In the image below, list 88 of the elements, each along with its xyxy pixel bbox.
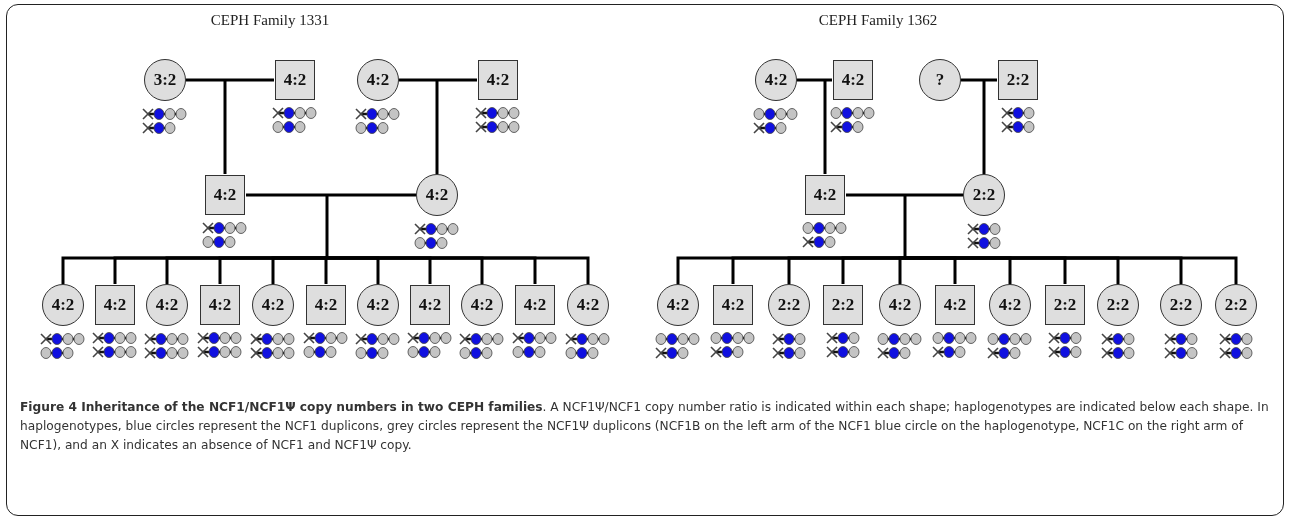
ratio-text: 2:2 — [830, 294, 856, 316]
ratio-text: 4:2 — [763, 69, 789, 91]
male-square — [478, 60, 518, 100]
ratio-text: 4:2 — [840, 69, 866, 91]
female-circle — [252, 284, 294, 326]
ratio-text: 2:2 — [1105, 294, 1131, 316]
ratio-text: 2:2 — [1005, 69, 1031, 91]
female-circle — [768, 284, 810, 326]
ratio-text: 4:2 — [522, 294, 548, 316]
family-heading: CEPH Family 1362 — [818, 12, 938, 29]
figure-caption: Figure 4 Inheritance of the NCF1/NCF1Ψ copy numbers in two CEPH families. A NCF1Ψ/NCF1 copy number ratio is indicated within each shape; haplogenotypes are indicated below each shape. In haplogenotypes, blue circles represent the NCF1 duplicons, grey circles represent the NCF1Ψ duplicons (NCF1B on the left arm of the NCF1 blue circle on the haplogenotype, NCF1C on the right arm of NCF1), and an X indicates an absence of NCF1 and NCF1Ψ copy. — [20, 399, 1270, 454]
pedigree-line — [905, 256, 1238, 284]
female-circle — [755, 59, 797, 101]
ratio-text: 4:2 — [417, 294, 443, 316]
ratio-text: 2:2 — [971, 184, 997, 206]
male-square — [805, 175, 845, 215]
ratio-text: 4:2 — [260, 294, 286, 316]
ratio-text: 4:2 — [365, 294, 391, 316]
male-square — [410, 285, 450, 325]
male-square — [306, 285, 346, 325]
ratio-text: 4:2 — [207, 294, 233, 316]
male-square — [713, 285, 753, 325]
female-circle — [657, 284, 699, 326]
pedigree-line — [399, 78, 477, 82]
male-square — [1045, 285, 1085, 325]
female-circle — [357, 284, 399, 326]
ratio-text: 4:2 — [575, 294, 601, 316]
ratio-text: 4:2 — [720, 294, 746, 316]
ratio-text: 4:2 — [154, 294, 180, 316]
female-circle — [919, 59, 961, 101]
ratio-text: 4:2 — [812, 184, 838, 206]
ratio-text: 4:2 — [365, 69, 391, 91]
ratio-text: 4:2 — [212, 184, 238, 206]
ratio-text: 4:2 — [469, 294, 495, 316]
pedigree-line — [435, 80, 439, 174]
male-square — [275, 60, 315, 100]
female-circle — [144, 59, 186, 101]
female-circle — [357, 59, 399, 101]
ratio-text: 4:2 — [282, 69, 308, 91]
ratio-text: 2:2 — [776, 294, 802, 316]
ratio-text: 2:2 — [1223, 294, 1249, 316]
male-square — [515, 285, 555, 325]
ratio-text: 4:2 — [424, 184, 450, 206]
pedigree-line — [961, 78, 997, 82]
male-square — [95, 285, 135, 325]
pedigree-line — [797, 78, 832, 82]
family-heading: CEPH Family 1331 — [210, 12, 330, 29]
female-circle — [1097, 284, 1139, 326]
male-square — [833, 60, 873, 100]
pedigree-line — [823, 80, 827, 174]
pedigree-line — [846, 193, 963, 197]
pedigree-line — [982, 80, 986, 174]
female-circle — [42, 284, 84, 326]
female-circle — [963, 174, 1005, 216]
ratio-text: 3:2 — [152, 69, 178, 91]
female-circle — [461, 284, 503, 326]
ratio-text: 4:2 — [665, 294, 691, 316]
ratio-text: ? — [934, 69, 946, 91]
pedigree-line — [324, 256, 329, 284]
pedigree-line — [325, 195, 329, 258]
ratio-text: 2:2 — [1052, 294, 1078, 316]
ratio-text: 4:2 — [942, 294, 968, 316]
pedigree-line — [327, 256, 590, 284]
pedigree-line — [271, 256, 327, 284]
ratio-text: 4:2 — [50, 294, 76, 316]
female-circle — [1160, 284, 1202, 326]
male-square — [205, 175, 245, 215]
pedigree-line — [898, 256, 905, 284]
pedigree-line — [246, 193, 416, 197]
female-circle — [146, 284, 188, 326]
pedigree-line — [223, 80, 227, 174]
female-circle — [989, 284, 1031, 326]
pedigree-line — [186, 78, 274, 82]
male-square — [935, 285, 975, 325]
ratio-text: 2:2 — [1168, 294, 1194, 316]
male-square — [823, 285, 863, 325]
pedigree-line — [903, 195, 907, 258]
male-square — [998, 60, 1038, 100]
female-circle — [567, 284, 609, 326]
ratio-text: 4:2 — [102, 294, 128, 316]
ratio-text: 4:2 — [887, 294, 913, 316]
female-circle — [879, 284, 921, 326]
female-circle — [416, 174, 458, 216]
ratio-text: 4:2 — [313, 294, 339, 316]
ratio-text: 4:2 — [485, 69, 511, 91]
ratio-text: 4:2 — [997, 294, 1023, 316]
male-square — [200, 285, 240, 325]
female-circle — [1215, 284, 1257, 326]
